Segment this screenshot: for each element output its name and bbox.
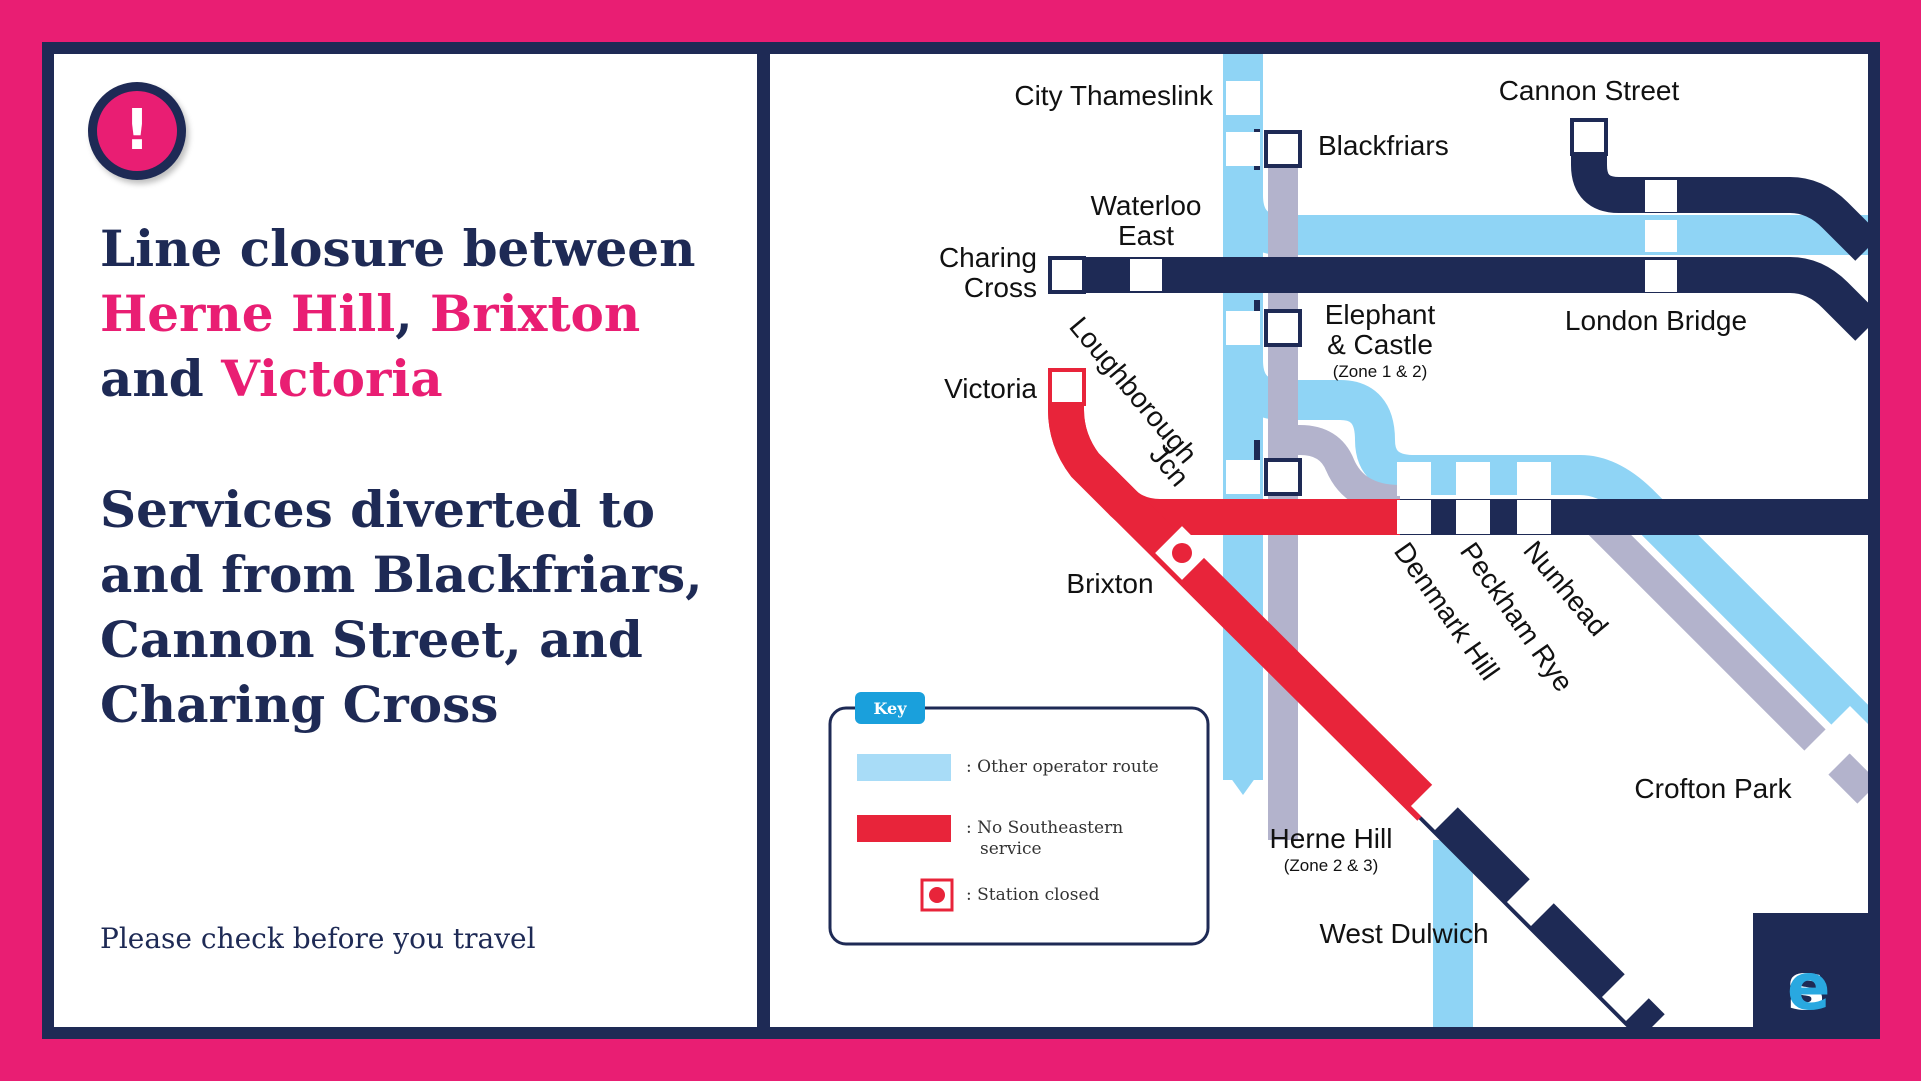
grey-link bbox=[1283, 425, 1401, 515]
london-bridge-marker-1 bbox=[1645, 180, 1677, 212]
label-city-thameslink: City Thameslink bbox=[1014, 80, 1214, 111]
diversion-line-2: and from Blackfriars, bbox=[100, 545, 703, 604]
denmark-hill-marker bbox=[1397, 500, 1431, 534]
elephant-thameslink-marker bbox=[1226, 311, 1260, 345]
headline-line-1: Line closure between bbox=[100, 216, 695, 281]
headline-and: and bbox=[100, 349, 204, 408]
diversion-line-3: Cannon Street, and bbox=[100, 610, 643, 669]
loughborough-thameslink-marker bbox=[1226, 460, 1260, 494]
route-map: City Thameslink Blackfriars Cannon Stree… bbox=[828, 54, 1868, 1027]
charing-cross-marker bbox=[1048, 256, 1086, 294]
logo-e: e bbox=[1787, 951, 1831, 1025]
diversion-line-4: Charing Cross bbox=[100, 675, 499, 734]
key-other-operator-label: : Other operator route bbox=[966, 757, 1159, 777]
headline-text: Line closure between bbox=[100, 219, 696, 278]
nunhead-marker bbox=[1517, 500, 1551, 534]
blackfriars-thameslink-marker bbox=[1226, 132, 1260, 166]
key-closed-dot-icon bbox=[929, 887, 945, 903]
key-other-operator-swatch bbox=[857, 754, 951, 781]
blackfriars-marker bbox=[1264, 130, 1302, 168]
brixton-closed-route bbox=[1048, 409, 1443, 821]
logo-s: s bbox=[1787, 951, 1826, 1025]
key-tab bbox=[855, 692, 925, 724]
label-victoria: Victoria bbox=[944, 373, 1037, 404]
peckham-rye-marker bbox=[1456, 500, 1490, 534]
label-london-bridge: London Bridge bbox=[1565, 305, 1747, 336]
peckham-thameslink-marker bbox=[1456, 462, 1490, 496]
label-herne-hill-zone: (Zone 2 & 3) bbox=[1284, 856, 1379, 875]
alert-icon: ! bbox=[88, 82, 186, 180]
label-herne-hill: Herne Hill bbox=[1270, 823, 1393, 854]
label-elephant-2: & Castle bbox=[1327, 329, 1433, 360]
south-london-route bbox=[1223, 358, 1868, 748]
cannon-street-route bbox=[1571, 135, 1868, 261]
footer-text: Please check before you travel bbox=[100, 922, 536, 955]
denmark-hill-thameslink-marker bbox=[1397, 462, 1431, 496]
alert-symbol: ! bbox=[97, 91, 177, 171]
diversion-line-1: Services diverted to bbox=[100, 480, 656, 539]
london-bridge-marker-2 bbox=[1645, 220, 1677, 252]
brixton-highlight: Brixton bbox=[430, 284, 641, 343]
label-charing-cross-1: Charing bbox=[939, 242, 1037, 273]
charing-cross-route bbox=[1065, 257, 1868, 341]
waterloo-east-marker bbox=[1130, 259, 1162, 291]
headline-comma: , bbox=[395, 284, 413, 343]
label-brixton: Brixton bbox=[1066, 568, 1153, 599]
key-station-closed-label: : Station closed bbox=[966, 885, 1100, 905]
key-no-service-label-1: : No Southeastern bbox=[966, 818, 1123, 838]
loughborough-jcn-marker bbox=[1264, 458, 1302, 496]
map-panel: City Thameslink Blackfriars Cannon Stree… bbox=[770, 54, 1868, 1027]
cannon-street-marker bbox=[1570, 118, 1608, 156]
key-no-service-swatch bbox=[857, 815, 951, 842]
label-charing-cross-2: Cross bbox=[964, 272, 1037, 303]
label-elephant-1: Elephant bbox=[1325, 299, 1436, 330]
brixton-closed-icon bbox=[1172, 543, 1192, 563]
label-cannon-street: Cannon Street bbox=[1499, 75, 1680, 106]
elephant-castle-marker bbox=[1264, 309, 1302, 347]
headline-line-2: Herne Hill, Brixton bbox=[100, 281, 640, 346]
key-no-service-label-2: service bbox=[980, 839, 1042, 859]
map-key: Key : Other operator route : No Southeas… bbox=[828, 692, 1210, 946]
london-bridge-marker-3 bbox=[1645, 260, 1677, 292]
label-blackfriars: Blackfriars bbox=[1318, 130, 1449, 161]
label-waterloo-east-2: East bbox=[1118, 220, 1174, 251]
key-title: Key bbox=[873, 699, 907, 718]
city-thameslink-marker bbox=[1226, 81, 1260, 115]
herne-hill-highlight: Herne Hill bbox=[100, 284, 396, 343]
label-crofton-park: Crofton Park bbox=[1634, 773, 1792, 804]
victoria-marker bbox=[1048, 368, 1086, 406]
label-elephant-zone: (Zone 1 & 2) bbox=[1333, 362, 1428, 381]
label-west-dulwich: West Dulwich bbox=[1319, 918, 1488, 949]
left-panel bbox=[54, 54, 757, 1027]
headline-line-3: and Victoria bbox=[100, 346, 443, 411]
thameslink-arrow bbox=[1225, 770, 1261, 795]
victoria-highlight: Victoria bbox=[221, 349, 443, 408]
label-waterloo-east-1: Waterloo bbox=[1090, 190, 1201, 221]
closed-routes bbox=[1048, 386, 1443, 821]
nunhead-thameslink-marker bbox=[1517, 462, 1551, 496]
